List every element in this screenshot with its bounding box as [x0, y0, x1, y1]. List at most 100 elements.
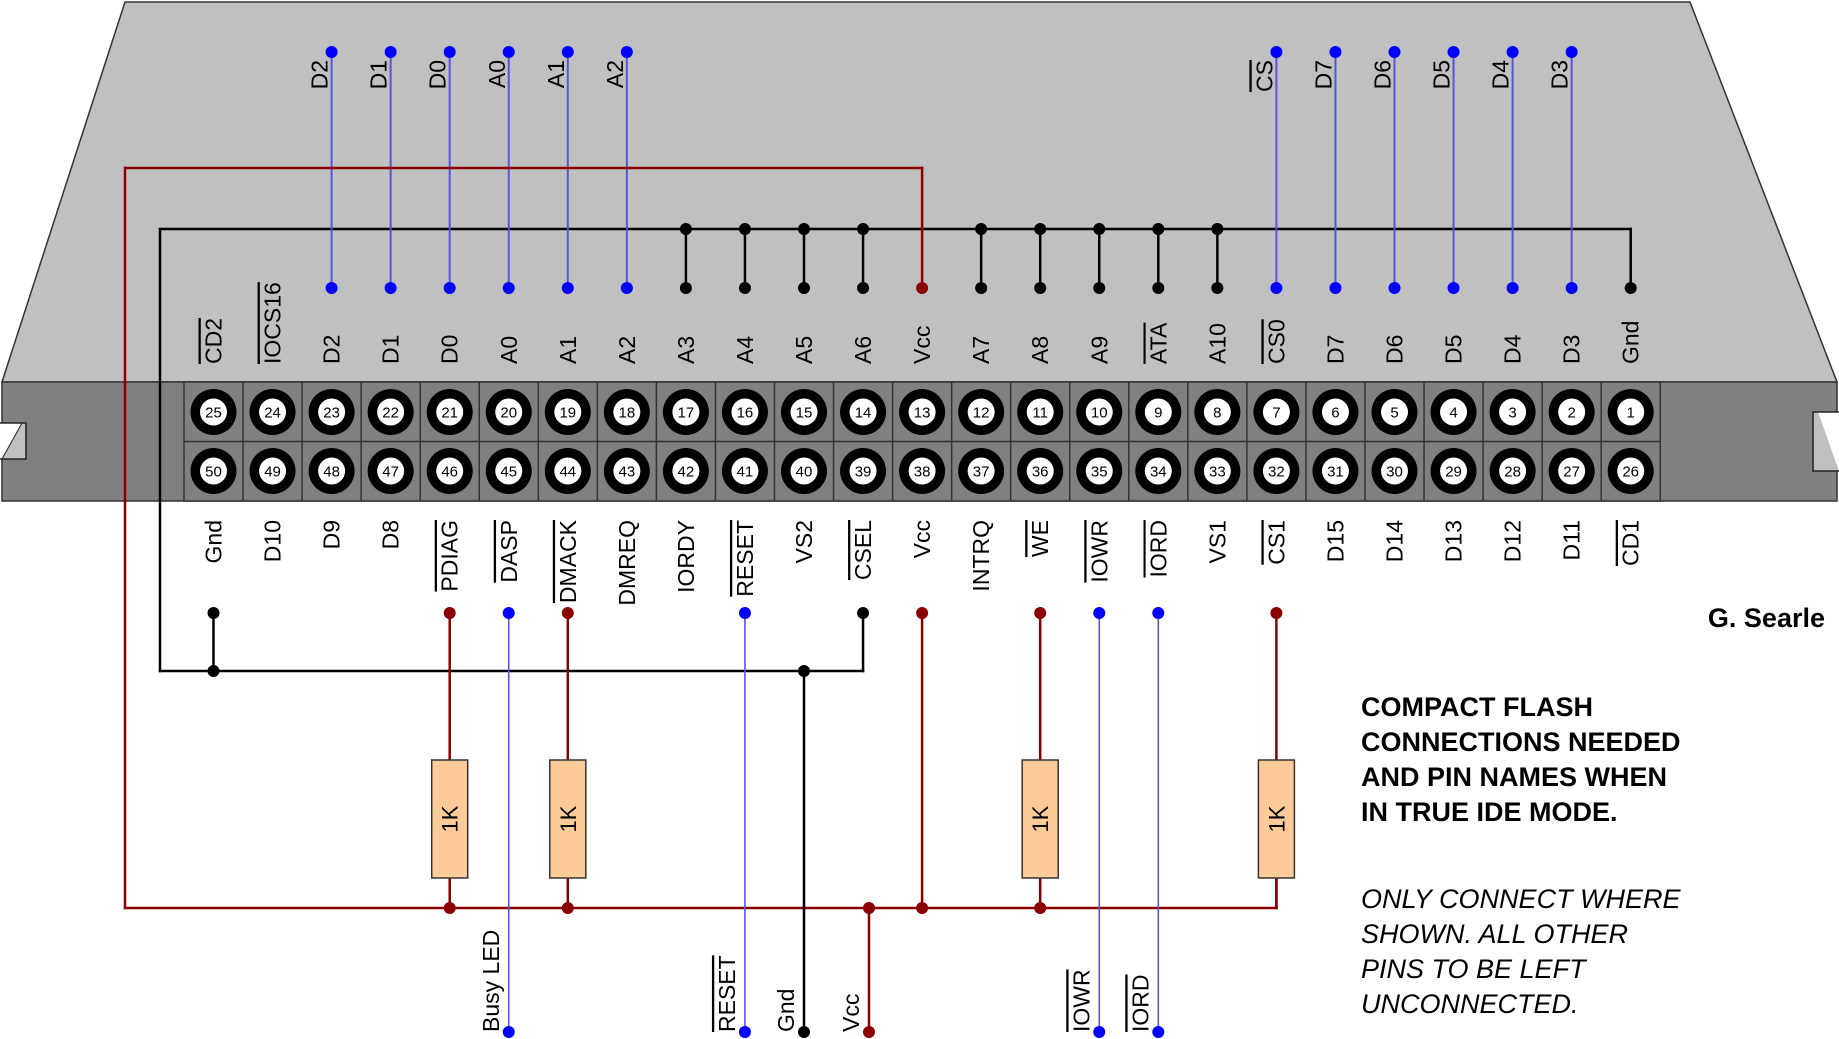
- pin-14: 14: [840, 389, 887, 435]
- pin-12-gnd-dot: [975, 282, 988, 294]
- pin-number: 16: [737, 405, 754, 422]
- resistor-1K-pin44: 1K: [549, 759, 587, 879]
- resistor-body: [549, 759, 587, 879]
- pin-21-signal-dot: [443, 282, 456, 294]
- pin-name-label: D1: [378, 335, 404, 364]
- signal-terminal-label: A1: [543, 60, 569, 88]
- pin-hole: [613, 398, 641, 426]
- pin-hole: [849, 398, 877, 426]
- resistor-value: 1K: [556, 805, 581, 832]
- pin-20: 20: [485, 389, 532, 435]
- pin-hole: [436, 398, 464, 426]
- pin-hole: [554, 457, 582, 485]
- pin-9: 9: [1135, 389, 1182, 435]
- pin-number: 31: [1327, 464, 1344, 481]
- signal-terminal-D0: [443, 46, 456, 58]
- pin-number: 44: [559, 464, 576, 481]
- pin-number: 43: [619, 464, 636, 481]
- resistor-body: [1021, 759, 1059, 879]
- pin-name-label: D7: [1322, 335, 1348, 364]
- signal-terminal-label: D0: [425, 60, 451, 89]
- pin-hole: [1085, 457, 1113, 485]
- signal-terminal-label: A0: [484, 60, 510, 88]
- pin-35: 35: [1076, 448, 1123, 494]
- signal-terminal-IOWR: [1093, 1026, 1106, 1038]
- pin-2-signal-dot: [1565, 282, 1578, 294]
- pin-hole: [1440, 457, 1468, 485]
- pin-hole: [318, 398, 346, 426]
- pin-34-signal-dot: [1152, 607, 1165, 619]
- pin-20-signal-dot: [502, 282, 515, 294]
- pin-11-gnd-dot: [1034, 282, 1047, 294]
- pin-hole: [672, 398, 700, 426]
- resistor-value: 1K: [1264, 805, 1289, 832]
- gnd-junction: [679, 223, 692, 235]
- pin-hole: [318, 457, 346, 485]
- pin-number: 25: [205, 405, 222, 422]
- signal-terminal-label: CS: [1251, 60, 1277, 92]
- pin-number: 18: [619, 405, 636, 422]
- pin-name-label: D10: [260, 520, 286, 562]
- signal-terminal-label: D2: [307, 60, 333, 89]
- pin-name-label: CS1: [1263, 520, 1289, 565]
- pin-13: 13: [899, 389, 946, 435]
- vcc-junction: [561, 902, 574, 914]
- pin-37: 37: [958, 448, 1005, 494]
- gnd-junction: [1034, 223, 1047, 235]
- pin-number: 24: [264, 405, 281, 422]
- pin-44: 44: [544, 448, 591, 494]
- pin-hole: [731, 398, 759, 426]
- pin-name-label: D8: [378, 520, 404, 549]
- pin-name-label: D4: [1500, 334, 1526, 364]
- pin-name-label: CS0: [1263, 319, 1289, 364]
- pin-name-label: A6: [850, 336, 876, 364]
- pin-number: 37: [973, 464, 990, 481]
- pin-16: 16: [721, 389, 768, 435]
- pin-hole: [790, 398, 818, 426]
- pin-name-label: D9: [319, 520, 345, 549]
- pin-name-label: A9: [1086, 336, 1112, 364]
- pin-number: 5: [1390, 405, 1398, 422]
- pin-hole: [1144, 457, 1172, 485]
- pin-50: 50: [190, 448, 237, 494]
- pin-name-label: D3: [1559, 335, 1585, 364]
- pin-name-label: IOCS16: [260, 282, 286, 364]
- pin-name-label: INTRQ: [968, 520, 994, 592]
- pin-number: 22: [382, 405, 399, 422]
- gnd-junction: [1152, 223, 1165, 235]
- pin-name-label: D11: [1559, 520, 1585, 561]
- pin-12: 12: [958, 389, 1005, 435]
- pin-name-label: A7: [968, 336, 994, 364]
- pin-hole: [1558, 398, 1586, 426]
- pin-35-signal-dot: [1093, 607, 1106, 619]
- pin-3: 3: [1489, 389, 1536, 435]
- pin-name-label: IORD: [1145, 520, 1171, 578]
- pin-23: 23: [308, 389, 355, 435]
- pin-hole: [1558, 457, 1586, 485]
- supply-label-vcc: Vcc: [838, 994, 864, 1032]
- pin-hole: [849, 457, 877, 485]
- signal-terminal-label: D6: [1370, 60, 1396, 89]
- pin-number: 34: [1150, 464, 1167, 481]
- pin-hole: [1203, 398, 1231, 426]
- pin-hole: [908, 457, 936, 485]
- vcc-output-terminal: [863, 1026, 875, 1038]
- pin-46-pullup-dot: [443, 607, 456, 619]
- pin-hole: [436, 457, 464, 485]
- pin-number: 19: [559, 405, 576, 422]
- signal-terminal-D2: [325, 46, 338, 58]
- signal-terminal-A1: [561, 46, 574, 58]
- pin-hole: [1262, 398, 1290, 426]
- pin-name-label: A2: [614, 336, 640, 364]
- pin-6-signal-dot: [1329, 282, 1342, 294]
- pin-number: 47: [382, 464, 399, 481]
- pin-number: 45: [500, 464, 517, 481]
- note-line: UNCONNECTED.: [1361, 989, 1579, 1019]
- pin-number: 3: [1508, 405, 1516, 422]
- pin-32-pullup-dot: [1270, 607, 1283, 619]
- pin-1: 1: [1607, 389, 1654, 435]
- pin-hole: [259, 457, 287, 485]
- pin-39-gnd-dot: [857, 607, 870, 619]
- pin-number: 29: [1445, 464, 1462, 481]
